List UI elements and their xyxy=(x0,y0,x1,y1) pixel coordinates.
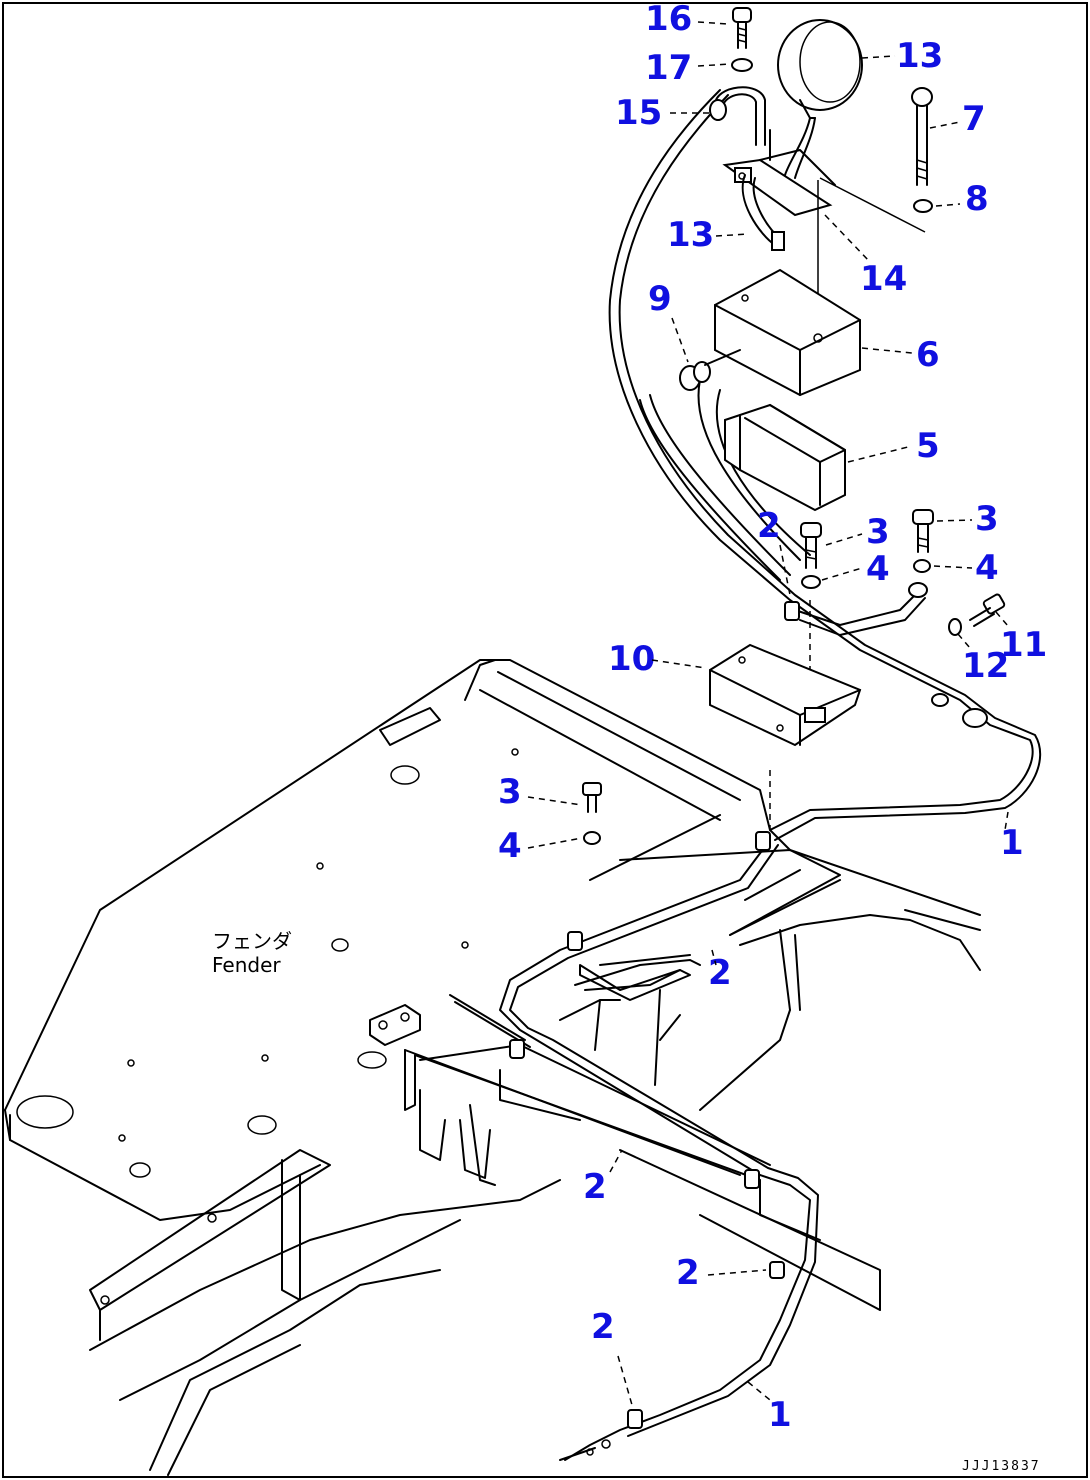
washer-4-upper-right xyxy=(913,559,931,573)
callout-7: 7 xyxy=(962,99,986,139)
callout-4-lower: 4 xyxy=(498,826,522,866)
callout-2-lower-right: 2 xyxy=(676,1253,700,1293)
callout-1-upper: 1 xyxy=(1000,823,1024,863)
callout-6: 6 xyxy=(916,335,940,375)
washer-4-lower xyxy=(583,831,601,845)
callout-2-lower-left: 2 xyxy=(583,1167,607,1207)
callout-15: 15 xyxy=(615,93,662,133)
callout-3-upper-right: 3 xyxy=(975,499,999,539)
work-lamp xyxy=(777,19,863,179)
callout-1-lower: 1 xyxy=(768,1395,792,1435)
box-6 xyxy=(714,268,861,397)
callout-16: 16 xyxy=(645,0,692,39)
washer-4-upper-left xyxy=(801,575,821,589)
bolt-3-upper-right xyxy=(912,509,934,553)
callout-11: 11 xyxy=(1000,625,1047,665)
lamp-bracket xyxy=(722,129,836,251)
callout-3-upper-left: 3 xyxy=(866,512,890,552)
washer-12 xyxy=(948,618,962,636)
callout-12: 12 xyxy=(962,646,1009,686)
callout-9: 9 xyxy=(648,279,672,319)
support-frame xyxy=(404,814,981,1241)
callout-13-wire: 13 xyxy=(667,215,714,255)
box-5 xyxy=(724,403,846,512)
callout-4-upper-right: 4 xyxy=(975,548,999,588)
bolt-11 xyxy=(969,593,1006,627)
callout-13-lamp: 13 xyxy=(896,36,943,76)
fender-label-jp: フェンダ xyxy=(212,929,292,953)
callout-5: 5 xyxy=(916,426,940,466)
washer-8 xyxy=(913,199,933,213)
clip-15 xyxy=(709,86,766,146)
fender-plate xyxy=(4,659,981,1476)
callout-17: 17 xyxy=(645,48,692,88)
box-10 xyxy=(709,643,862,747)
callout-2-upper: 2 xyxy=(757,506,781,546)
washer-17 xyxy=(731,58,753,72)
grommet-9 xyxy=(679,349,741,391)
callout-4-upper-left: 4 xyxy=(866,549,890,589)
callout-10: 10 xyxy=(608,639,655,679)
callout-3-lower: 3 xyxy=(498,772,522,812)
drawing-code: JJJ13837 xyxy=(962,1459,1041,1474)
callout-8: 8 xyxy=(965,179,989,219)
callout-14: 14 xyxy=(860,259,907,299)
callouts: 16 17 15 13 7 8 13 14 9 6 5 2 3 3 4 4 11… xyxy=(498,0,1047,1435)
bolt-16 xyxy=(732,7,752,49)
bolt-7 xyxy=(911,87,933,186)
bolt-3-upper-left xyxy=(800,522,822,569)
callout-2-mid: 2 xyxy=(708,953,732,993)
bolt-3-lower xyxy=(582,782,602,813)
fender-label-en: Fender xyxy=(212,953,281,977)
wiring-harness xyxy=(449,89,1042,1461)
callout-2-bottom: 2 xyxy=(591,1307,615,1347)
